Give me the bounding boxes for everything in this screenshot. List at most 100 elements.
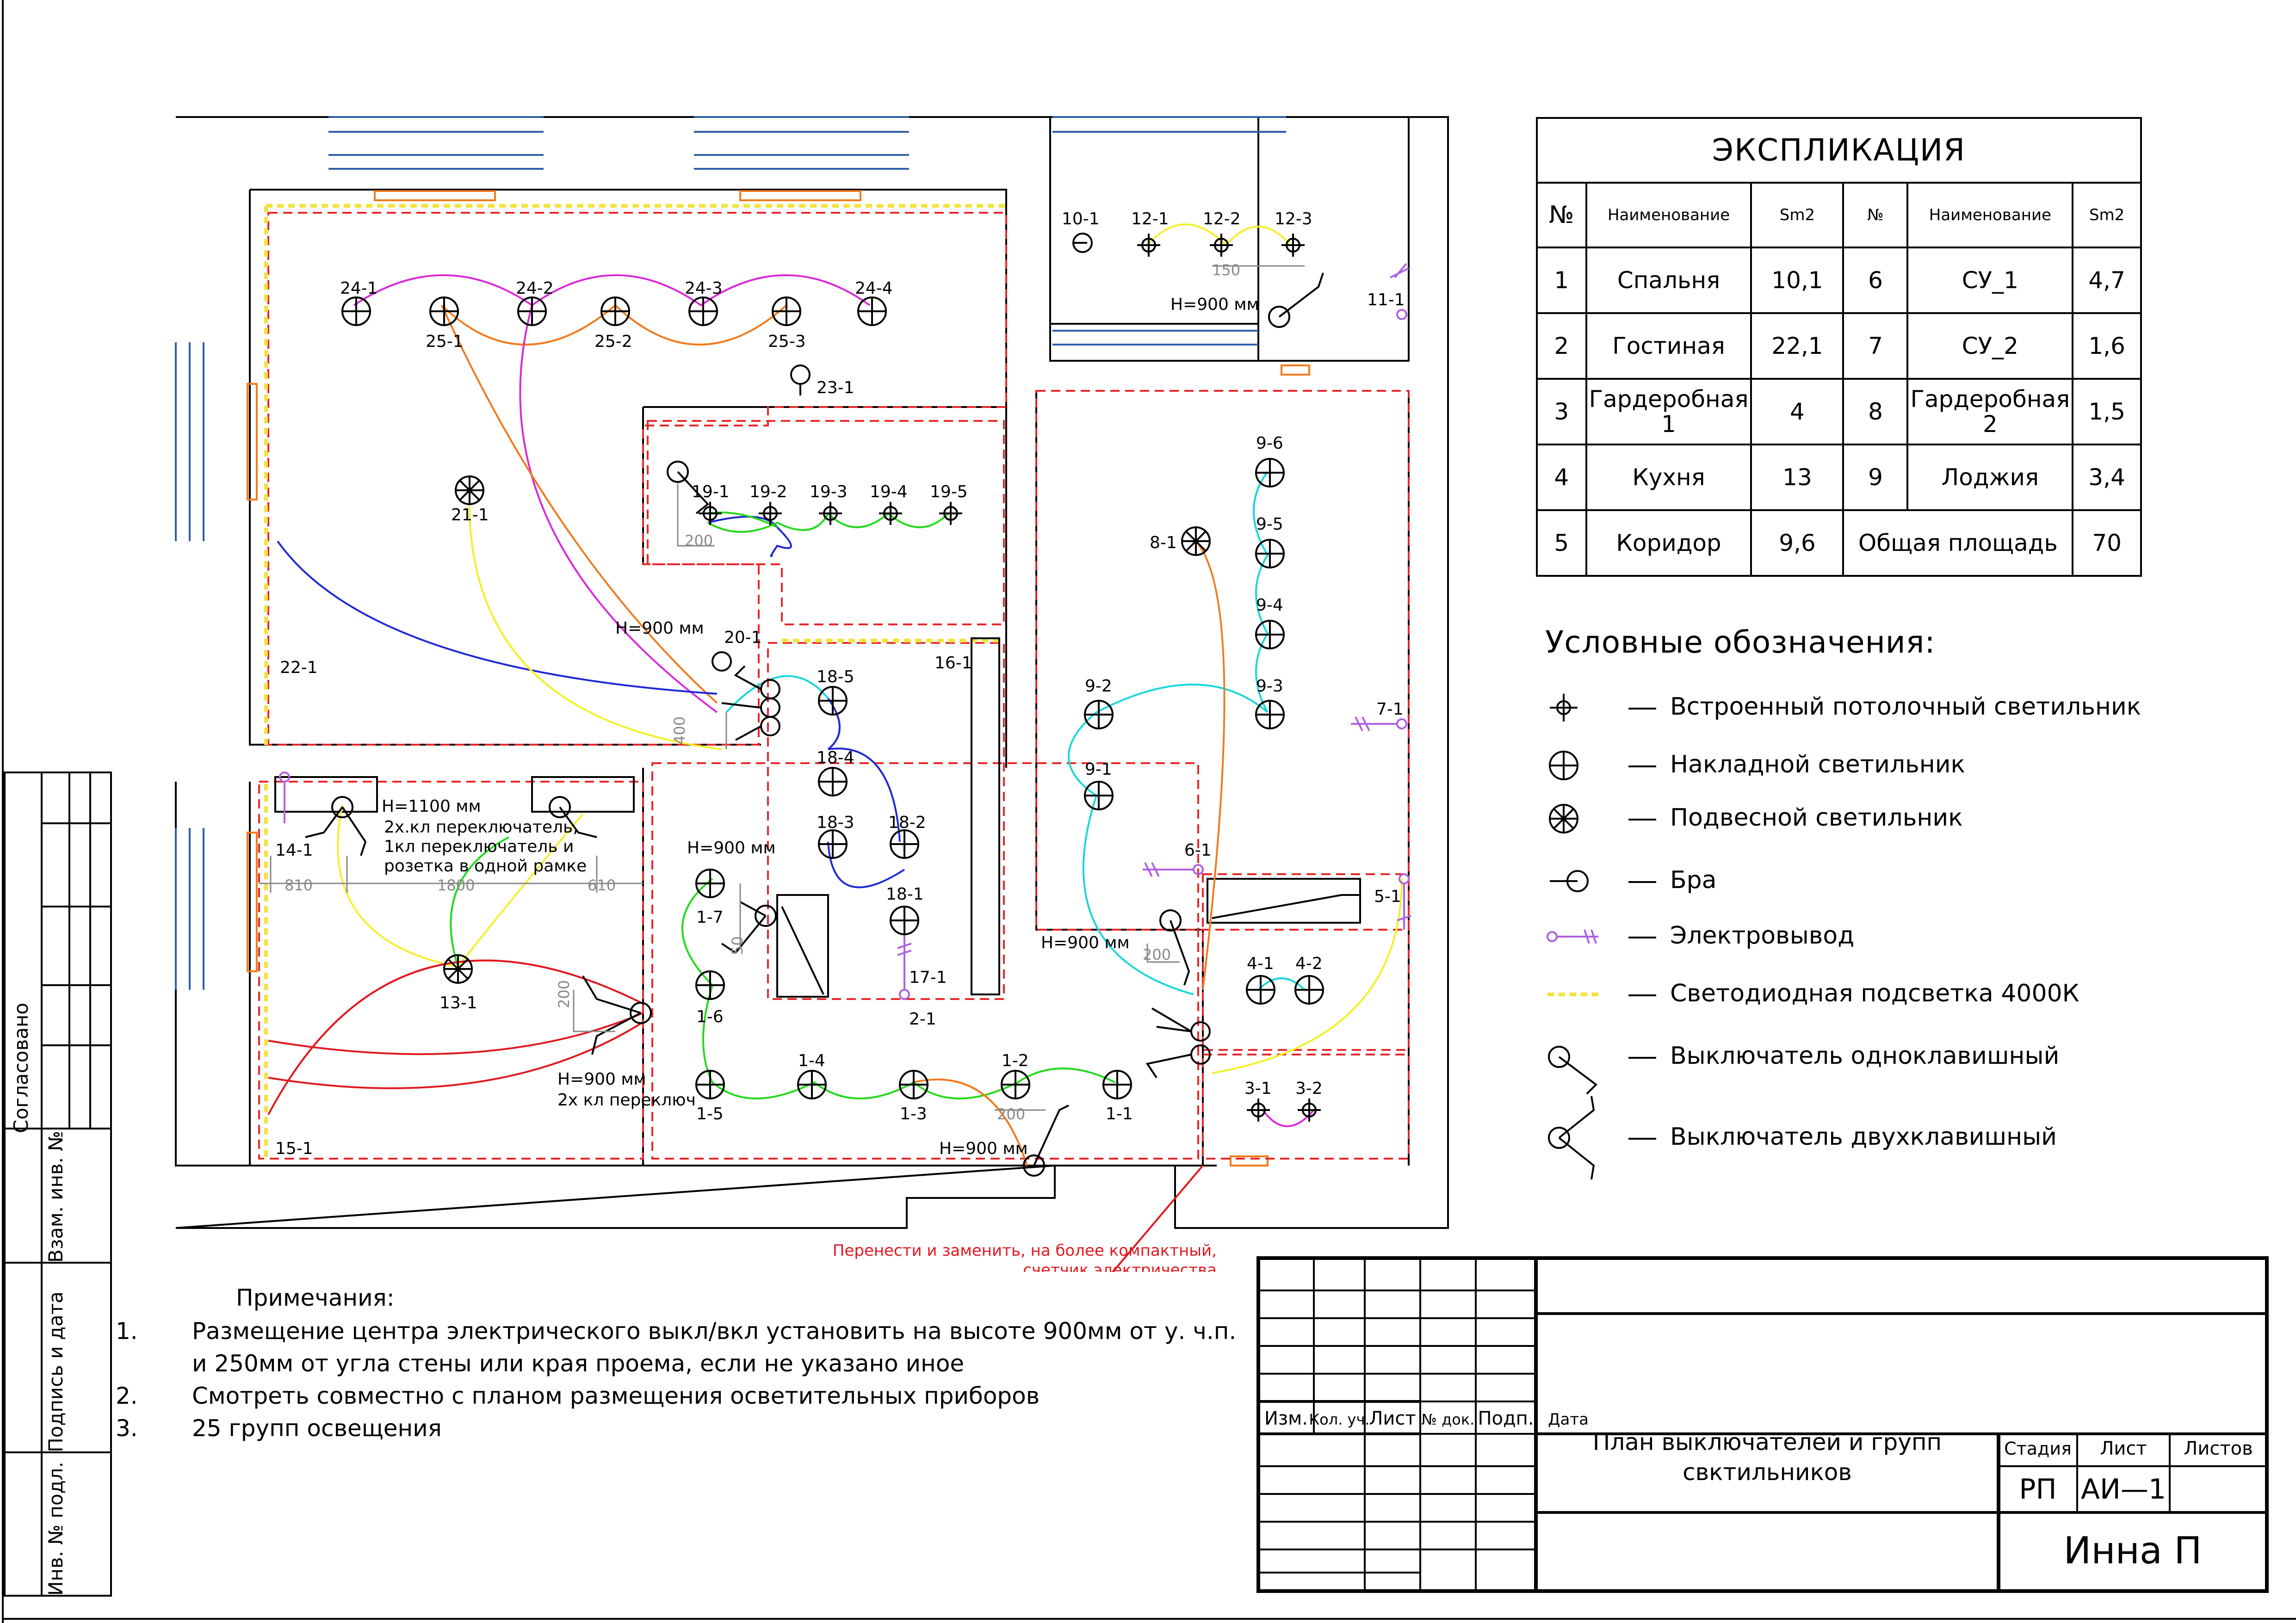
light-25-2 — [600, 296, 630, 326]
tb-col-doc: № док. — [1422, 1411, 1475, 1428]
label-24-1: 24-1 — [340, 279, 378, 298]
switch-bed-cluster — [721, 665, 780, 741]
height-1100-line-c: розетка в одной рамке — [384, 857, 587, 876]
wires — [267, 223, 1403, 1272]
explication-table: ЭКСПЛИКАЦИЯ № Наименование Sm2 № Наимено… — [1536, 117, 2142, 577]
header-num-2: № — [1842, 182, 1909, 248]
light-18-3 — [818, 829, 848, 859]
label-25-1: 25-1 — [426, 332, 464, 351]
explication-title: ЭКСПЛИКАЦИЯ — [1536, 117, 2142, 184]
dim-200-c: 200 — [997, 1105, 1025, 1123]
label-1-4: 1-4 — [798, 1051, 825, 1070]
cell: Общая площадь — [1842, 509, 2074, 577]
dim-50: 50 — [729, 936, 746, 955]
stage-label: Стадия — [2004, 1438, 2072, 1459]
label-1-2: 1-2 — [1002, 1051, 1029, 1070]
cell: Лоджия — [1906, 444, 2074, 511]
switch-bath-cluster — [1145, 1007, 1211, 1079]
cell: 7 — [1842, 312, 1909, 380]
cell: Спальня — [1585, 247, 1752, 314]
notes-title: Примечания: — [236, 1284, 395, 1311]
label-18-2: 18-2 — [888, 813, 926, 832]
dim-810: 810 — [285, 876, 313, 894]
sheets-label: Листов — [2184, 1438, 2253, 1459]
label-1-1: 1-1 — [1106, 1105, 1133, 1123]
label-19-4: 19-4 — [870, 482, 908, 501]
cell: СУ_2 — [1906, 312, 2074, 380]
light-19-3 — [819, 502, 842, 525]
legend-dash — [1628, 1138, 1656, 1140]
tb-col-izm: Изм. — [1264, 1408, 1308, 1429]
tb-col-kol: Кол. уч. — [1309, 1411, 1369, 1428]
note-number: 2. — [116, 1382, 138, 1409]
drawing-title-line-1: План выключателей и групп — [1593, 1429, 1942, 1456]
legend-dash — [1628, 819, 1656, 821]
cell: Кухня — [1585, 444, 1752, 511]
height-bath: Н=900 мм — [1041, 933, 1130, 952]
tb-col-date: Дата — [1548, 1410, 1589, 1429]
label-2-1: 2-1 — [909, 1010, 936, 1029]
cell: 9,6 — [1750, 509, 1844, 577]
annotation-line-1: Перенести и заменить, на более компактны… — [833, 1241, 1217, 1260]
light-8-1 — [1181, 526, 1211, 556]
label-9-3: 9-3 — [1256, 677, 1283, 696]
label-19-5: 19-5 — [930, 482, 968, 501]
lights-pendant — [443, 475, 1211, 984]
light-12-1 — [1137, 234, 1160, 257]
single-switch-icon — [1548, 1046, 1598, 1095]
sconce-23-1 — [790, 364, 811, 395]
light-12-3 — [1281, 234, 1305, 257]
drawing-title-line-2: свктильников — [1683, 1459, 1852, 1486]
light-19-5 — [939, 502, 962, 525]
sconce-20-1 — [712, 651, 732, 672]
light-1-4 — [797, 1070, 827, 1099]
label-9-2: 9-2 — [1085, 677, 1112, 696]
legend-item: Бра — [1545, 863, 2147, 900]
stamp-inv-replace: Взам. инв. № — [44, 1131, 67, 1263]
cell: Гостиная — [1585, 312, 1752, 380]
label-16-1: 16-1 — [934, 654, 972, 673]
label-1-6: 1-6 — [696, 1007, 724, 1026]
recessed-light-icon — [1550, 694, 1578, 722]
label-19-3: 19-3 — [810, 482, 848, 501]
header-num-1: № — [1536, 182, 1587, 248]
light-24-4 — [857, 296, 887, 326]
light-1-6 — [695, 970, 725, 1000]
tb-col-list: Лист — [1369, 1408, 1416, 1429]
switch-11 — [1268, 272, 1324, 328]
light-18-2 — [890, 829, 919, 859]
label-19-2: 19-2 — [749, 482, 787, 501]
light-25-3 — [772, 296, 801, 326]
legend-item: Светодиодная подсветка 4000К — [1545, 976, 2147, 1013]
cell: 1 — [1536, 247, 1587, 314]
legend-dash — [1628, 765, 1656, 767]
cell: 1,6 — [2072, 312, 2142, 380]
lights-surface — [341, 296, 1324, 1099]
label-14-1: 14-1 — [275, 841, 313, 860]
title-block: Изм. Кол. уч. Лист № док. Подп. Дата Пла… — [1256, 1256, 2269, 1593]
light-1-1 — [1102, 1070, 1132, 1099]
height-1100: Н=1100 мм — [382, 797, 481, 816]
table-row: 5 Коридор 9,6 Общая площадь 70 — [1536, 509, 2142, 577]
cell: 2 — [1536, 312, 1587, 380]
label-6-1: 6-1 — [1184, 841, 1212, 860]
switch-bath — [1159, 909, 1190, 986]
switch-kitchen-a — [305, 796, 367, 856]
sheet-label: Лист — [2100, 1438, 2147, 1459]
dim-150: 150 — [1212, 261, 1240, 279]
height-bedroom: Н=900 мм — [615, 619, 704, 638]
light-1-7 — [695, 869, 725, 898]
height-1100-line-a: 2х.кл переключатель, — [384, 818, 578, 837]
light-3-2 — [1298, 1098, 1321, 1122]
light-18-4 — [818, 767, 848, 796]
light-1-2 — [1001, 1070, 1030, 1099]
legend-title: Условные обозначения: — [1545, 624, 1936, 660]
label-23-1: 23-1 — [817, 378, 854, 397]
switches — [305, 272, 1324, 1177]
light-19-2 — [759, 502, 782, 525]
legend-item: Электровывод — [1545, 918, 2147, 955]
light-18-5 — [818, 686, 848, 716]
label-8-1: 8-1 — [1150, 533, 1177, 552]
led-strip-icon — [1547, 993, 1598, 996]
